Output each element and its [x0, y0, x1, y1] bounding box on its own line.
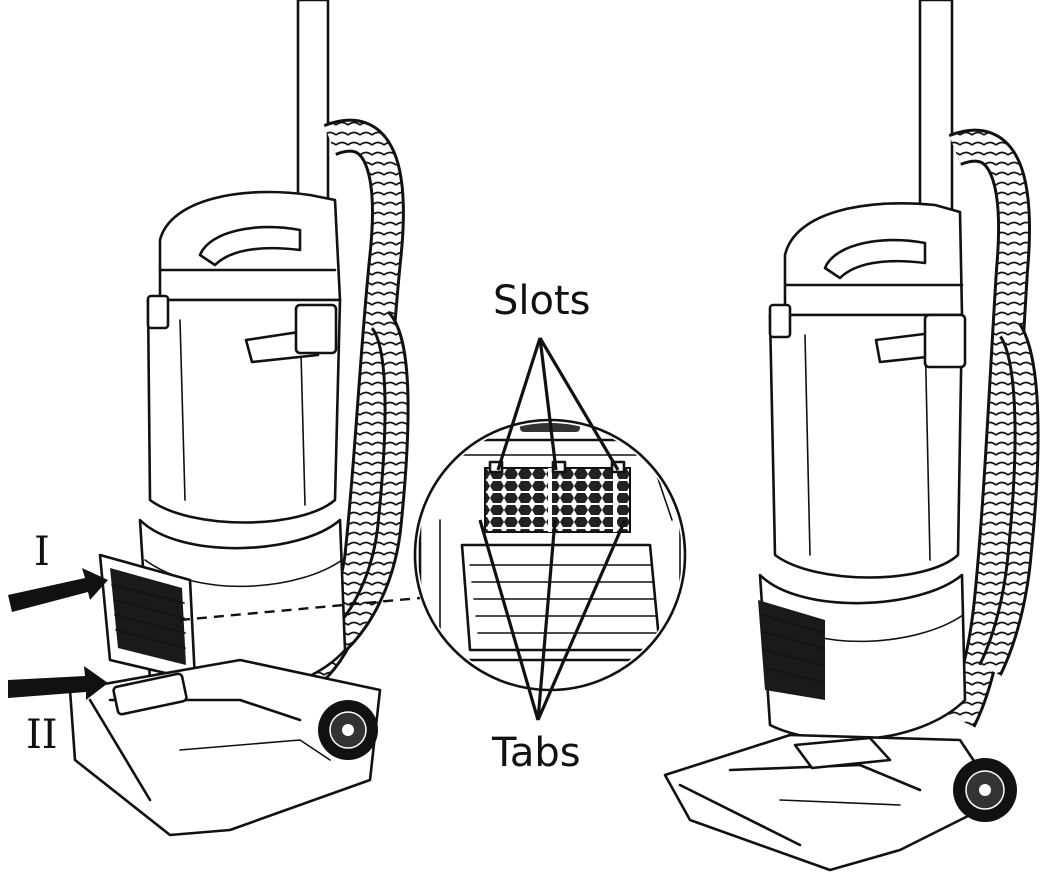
dust-cup-right	[768, 313, 964, 579]
vacuum-left	[68, 0, 410, 837]
slot-middle	[551, 460, 567, 474]
tabs-pointers	[478, 519, 627, 721]
slots-label: Slots	[493, 278, 591, 324]
handle-tube-right	[918, 0, 954, 217]
carry-handle-right	[783, 202, 964, 317]
detail-leader-line	[179, 596, 421, 622]
arrow-step-two	[8, 666, 108, 700]
hose-right	[947, 131, 1028, 727]
filter-grille-right	[758, 600, 825, 700]
filter-mesh	[484, 467, 631, 533]
slots-pointers	[496, 337, 620, 471]
handle-tube-left	[296, 0, 330, 202]
tabs-label: Tabs	[491, 730, 581, 776]
slot-left	[488, 460, 504, 474]
carry-handle-left	[158, 190, 342, 302]
vacuum-right	[663, 0, 1040, 872]
arrow-step-one	[8, 568, 108, 612]
step-one-label: I	[34, 529, 50, 575]
step-two-label: II	[26, 712, 58, 758]
